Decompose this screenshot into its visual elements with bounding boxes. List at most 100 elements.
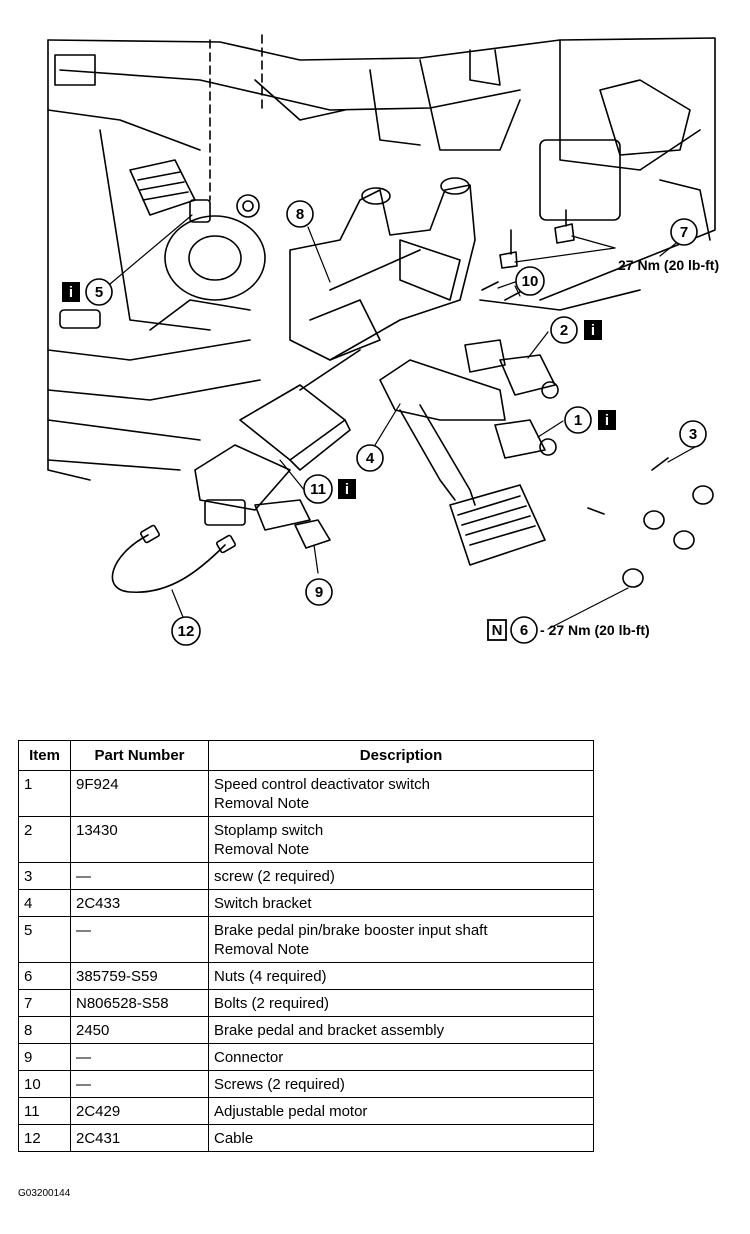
info-icon: [62, 282, 80, 302]
cell-part-number: 385759-S59: [70, 962, 209, 990]
deactivator-switch: [494, 419, 557, 459]
description-line: Stoplamp switch: [214, 822, 324, 839]
info-icon: [598, 410, 616, 430]
stoplamp-switch: [464, 339, 559, 399]
info-icon: [338, 479, 356, 499]
description-line: Connector: [214, 1049, 284, 1066]
cell-part-number: 2450: [70, 1016, 209, 1044]
svg-text:i: i: [345, 481, 349, 498]
table-row: 5— Brake pedal pin/brake booster input sh…: [18, 916, 594, 963]
table-row: 10— Screws (2 required): [18, 1070, 594, 1098]
cell-part-number: 9F924: [70, 770, 209, 817]
torque-spec-bolts: 27 Nm (20 lb-ft): [618, 257, 719, 273]
callout-12: 12: [171, 616, 201, 646]
torque-spec-nuts: - 27 Nm (20 lb-ft): [540, 622, 650, 638]
cell-part-number: —: [70, 916, 209, 963]
cell-description: Brake pedal pin/brake booster input shaf…: [208, 916, 594, 963]
switch-bracket-and-pedal: [379, 359, 546, 566]
description-line: Removal Note: [214, 841, 310, 858]
description-line: screw (2 required): [214, 868, 335, 885]
description-line: Cable: [214, 1130, 254, 1147]
column-header-part-number: Part Number: [70, 740, 209, 771]
svg-text:i: i: [605, 412, 609, 429]
svg-text:i: i: [591, 322, 595, 339]
cell-description: Connector: [208, 1043, 594, 1071]
cell-item: 4: [18, 889, 71, 917]
description-line: Brake pedal pin/brake booster input shaf…: [214, 922, 488, 939]
svg-text:6: 6: [520, 622, 528, 639]
cell-part-number: 2C433: [70, 889, 209, 917]
description-line: Adjustable pedal motor: [214, 1103, 368, 1120]
svg-text:10: 10: [522, 273, 539, 290]
description-line: Bolts (2 required): [214, 995, 330, 1012]
cell-item: 5: [18, 916, 71, 963]
info-icon: [584, 320, 602, 340]
callout-2: 2 i: [550, 316, 602, 344]
description-line: Screws (2 required): [214, 1076, 345, 1093]
column-header-item: Item: [18, 740, 71, 771]
svg-text:9: 9: [315, 584, 323, 601]
description-line: Nuts (4 required): [214, 968, 327, 985]
cell-part-number: —: [70, 1043, 209, 1071]
svg-text:1: 1: [574, 412, 582, 429]
cell-item: 9: [18, 1043, 71, 1071]
svg-text:12: 12: [178, 623, 195, 640]
description-line: Brake pedal and bracket assembly: [214, 1022, 445, 1039]
cell-item: 3: [18, 862, 71, 890]
cell-description: Screws (2 required): [208, 1070, 594, 1098]
description-line: Removal Note: [214, 941, 310, 958]
cell-item: 12: [18, 1124, 71, 1152]
new-part-icon: [487, 619, 507, 641]
cell-description: Bolts (2 required): [208, 989, 594, 1017]
cell-part-number: N806528-S58: [70, 989, 209, 1017]
column-header-description: Description: [208, 740, 594, 771]
cell-item: 1: [18, 770, 71, 817]
callout-7: 7 27 Nm (20 lb-ft): [618, 218, 719, 273]
cell-description: Brake pedal and bracket assembly: [208, 1016, 594, 1044]
pedal-bracket-assembly: [289, 177, 476, 361]
connector-part: [294, 519, 331, 549]
callout-6: N 6 - 27 Nm (20 lb-ft): [487, 616, 650, 644]
svg-text:4: 4: [366, 450, 375, 467]
cell-part-number: —: [70, 1070, 209, 1098]
svg-text:3: 3: [689, 426, 697, 443]
cell-item: 8: [18, 1016, 71, 1044]
cell-item: 10: [18, 1070, 71, 1098]
callout-11: 11 i: [303, 474, 356, 504]
figure-code: G03200144: [18, 1188, 71, 1199]
svg-text:5: 5: [95, 284, 103, 301]
exploded-view-diagram: 1 i 2 i 3 4 i 5 N 6 - 27 Nm (20 lb-ft) 7…: [47, 34, 719, 646]
cell-part-number: 2C429: [70, 1097, 209, 1125]
brake-booster: [129, 159, 266, 301]
svg-text:i: i: [69, 284, 73, 301]
fasteners: [481, 209, 714, 588]
svg-text:N: N: [492, 622, 503, 639]
cell-part-number: 13430: [70, 816, 209, 863]
cell-description: Nuts (4 required): [208, 962, 594, 990]
table-row: 9— Connector: [18, 1043, 594, 1071]
callout-3: 3: [679, 420, 707, 448]
cell-description: screw (2 required): [208, 862, 594, 890]
pedal-motor: [194, 349, 361, 531]
cell-part-number: —: [70, 862, 209, 890]
cell-item: 2: [18, 816, 71, 863]
cell-part-number: 2C431: [70, 1124, 209, 1152]
svg-text:7: 7: [680, 224, 688, 241]
description-line: Speed control deactivator switch: [214, 776, 430, 793]
cable-part: [111, 524, 236, 593]
callout-8: 8: [286, 200, 314, 228]
cell-description: Cable: [208, 1124, 594, 1152]
cell-item: 11: [18, 1097, 71, 1125]
callout-9: 9: [305, 578, 333, 606]
callout-4: 4: [356, 444, 384, 472]
table-row: 3— screw (2 required): [18, 862, 594, 890]
